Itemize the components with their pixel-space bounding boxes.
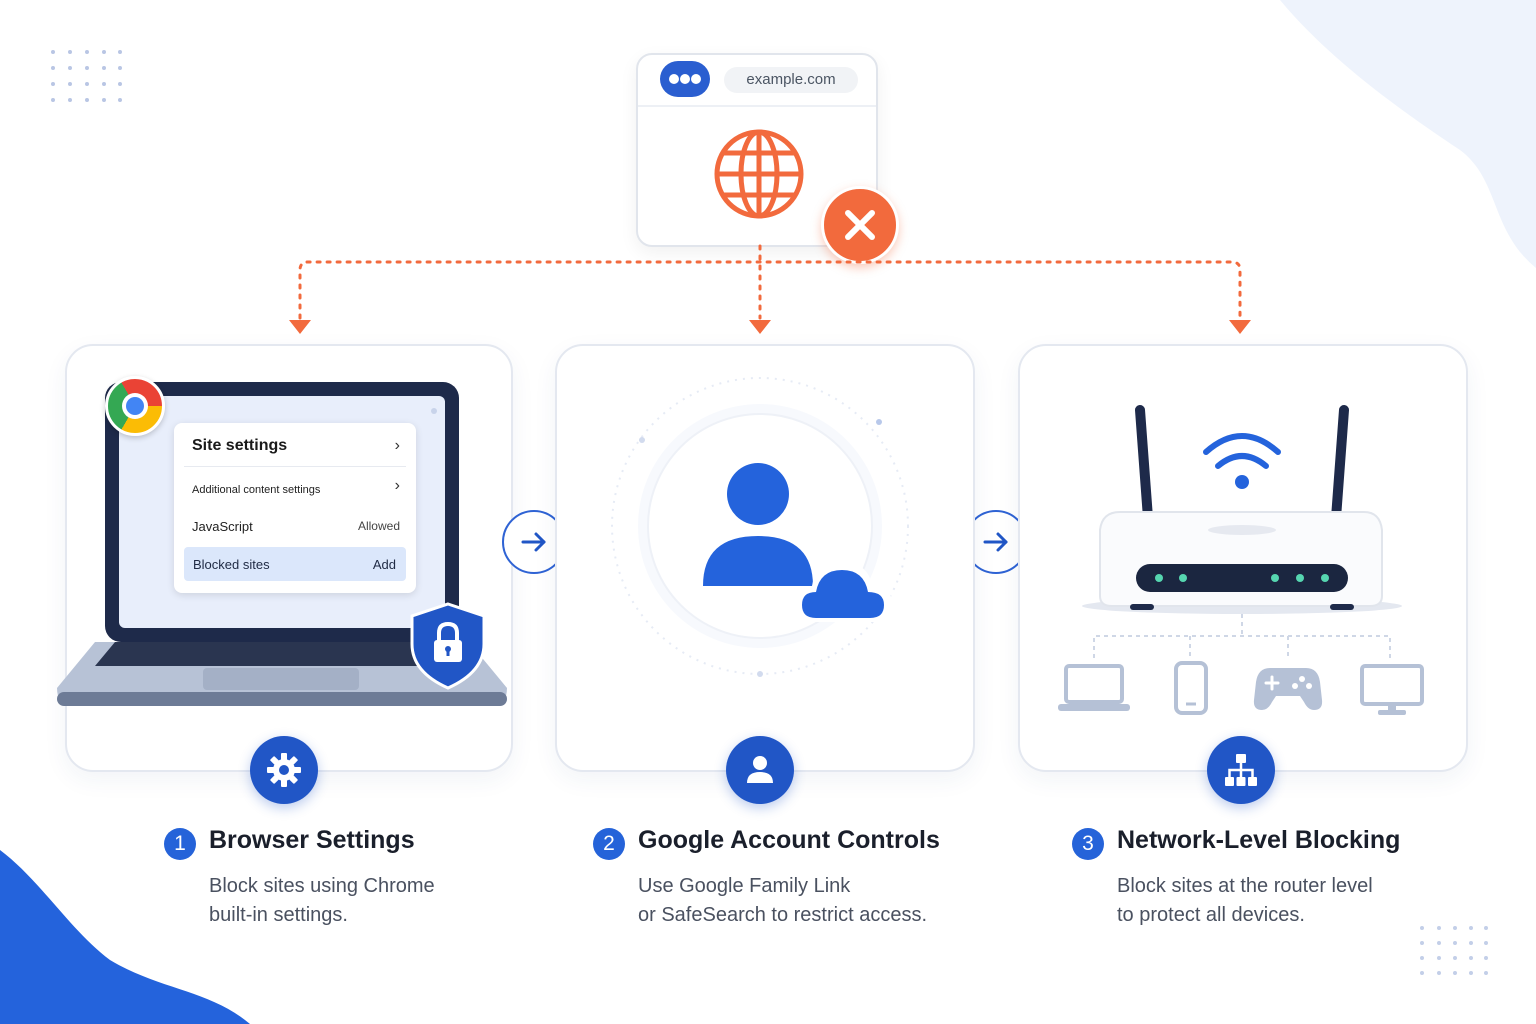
account-illustration — [611, 377, 909, 677]
step-2-description-line1: Use Google Family Link — [638, 875, 851, 897]
cloud-icon — [792, 562, 892, 622]
blocked-sites-row[interactable]: Blocked sites Add — [184, 547, 406, 581]
step-2-number: 2 — [593, 828, 625, 860]
step-1-title: Browser Settings — [209, 826, 415, 854]
site-settings-panel: Site settings › Additional content setti… — [174, 423, 416, 593]
javascript-row[interactable]: JavaScript Allowed — [192, 519, 400, 534]
browser-menu-icon — [660, 61, 710, 97]
dot-grid-top-left — [51, 50, 122, 102]
browser-toolbar — [638, 55, 876, 107]
row-label: JavaScript — [192, 519, 253, 534]
step-3-number: 3 — [1072, 828, 1104, 860]
step-1-description-line1: Block sites using Chrome — [209, 875, 435, 897]
address-text: example.com — [746, 71, 836, 88]
step-2-description-line2: or SafeSearch to restrict access. — [638, 904, 928, 926]
step-1-description-line2: built-in settings. — [209, 904, 348, 926]
shield-lock-icon — [410, 602, 486, 690]
device-gamepad-icon — [1253, 668, 1323, 710]
step-1-number: 1 — [164, 828, 196, 860]
dot-grid-bottom-right — [1420, 926, 1488, 975]
gear-icon — [267, 753, 301, 787]
add-button[interactable]: Add — [372, 557, 396, 572]
row-label: Additional content settings — [192, 484, 321, 496]
dotted-connectors — [289, 244, 1251, 334]
device-monitor-icon — [1360, 664, 1424, 715]
arrow-right-icon — [521, 532, 546, 552]
person-icon — [747, 756, 773, 783]
chrome-logo-icon — [105, 376, 165, 436]
row-label: Blocked sites — [193, 557, 270, 572]
step-3-description-line1: Block sites at the router level — [1117, 875, 1373, 897]
chevron-right-icon: › — [394, 437, 400, 454]
address-bar[interactable]: example.com — [724, 67, 858, 93]
device-laptop-icon — [1058, 664, 1130, 711]
step-3-title: Network-Level Blocking — [1117, 826, 1401, 854]
globe-icon — [714, 129, 804, 219]
account-badge — [726, 736, 794, 804]
row-value: Allowed — [357, 519, 400, 533]
site-settings-header[interactable]: Site settings › — [192, 437, 400, 463]
network-icon — [1225, 754, 1257, 786]
step-3-description-line2: to protect all devices. — [1117, 904, 1305, 926]
additional-content-settings-row[interactable]: Additional content settings › — [192, 477, 400, 496]
network-badge — [1207, 736, 1275, 804]
wifi-icon — [1203, 433, 1281, 469]
device-phone-icon — [1174, 661, 1208, 715]
arrow-right-icon — [983, 532, 1008, 552]
site-settings-title: Site settings — [192, 437, 288, 454]
chevron-right-icon: › — [394, 477, 400, 494]
step-2-title: Google Account Controls — [638, 826, 940, 854]
blocked-x-icon — [821, 186, 899, 264]
settings-badge — [250, 736, 318, 804]
router-illustration — [1082, 405, 1402, 658]
